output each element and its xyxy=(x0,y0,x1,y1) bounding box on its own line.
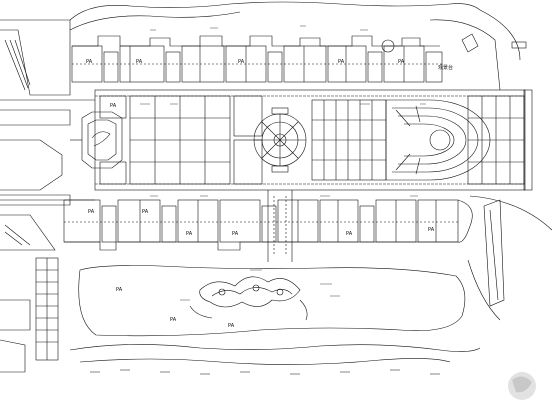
pa-label: PA xyxy=(346,231,353,237)
bottom-building-row xyxy=(63,199,473,251)
left-octagon-plaza xyxy=(70,111,123,169)
viewing-deck-label: 观景台 xyxy=(438,65,454,71)
right-side-elements xyxy=(381,33,553,321)
pa-label: PA xyxy=(116,287,123,293)
pa-label: PA xyxy=(398,59,405,65)
amphitheatre xyxy=(385,99,491,181)
pa-label: PA xyxy=(232,231,239,237)
pa-label: PA xyxy=(228,323,235,329)
annotation-marks xyxy=(140,25,426,301)
pa-label: PA xyxy=(88,209,95,215)
right-terrace-grid xyxy=(467,89,533,191)
central-axis-walk xyxy=(267,190,293,262)
pa-label: PA xyxy=(136,59,143,65)
top-building-row xyxy=(71,35,443,83)
pa-label: PA xyxy=(170,317,177,323)
watermark-logo xyxy=(508,372,536,400)
bottom-shoreline xyxy=(69,344,481,375)
lower-garden xyxy=(78,265,466,337)
top-contours xyxy=(69,1,521,91)
pa-label: PA xyxy=(110,103,117,109)
pa-label: PA xyxy=(238,59,245,65)
pa-label: PA xyxy=(142,209,149,215)
pa-label: PA xyxy=(186,231,193,237)
left-vertical-walkway xyxy=(0,257,59,373)
pa-label: PA xyxy=(86,59,93,65)
central-podium xyxy=(94,89,526,191)
middle-hall xyxy=(311,99,387,181)
pa-label: PA xyxy=(428,227,435,233)
rotunda xyxy=(253,107,307,173)
left-entrance-road xyxy=(0,19,95,251)
pa-label: PA xyxy=(338,59,345,65)
